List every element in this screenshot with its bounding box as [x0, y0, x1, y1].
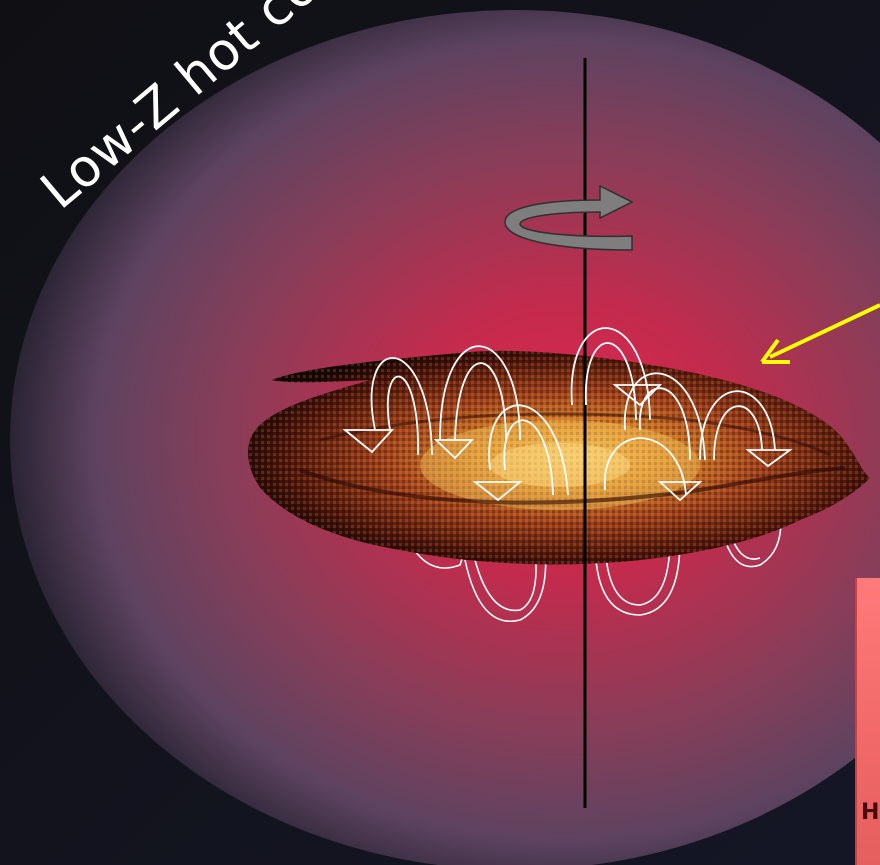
yellow-arrow-icon	[760, 303, 880, 364]
curved-rotation-arrow-icon	[504, 184, 634, 251]
cropped-side-panel: H	[855, 578, 880, 865]
fountain-loops-upper	[342, 327, 793, 502]
cropped-side-panel-text: H	[861, 800, 880, 825]
